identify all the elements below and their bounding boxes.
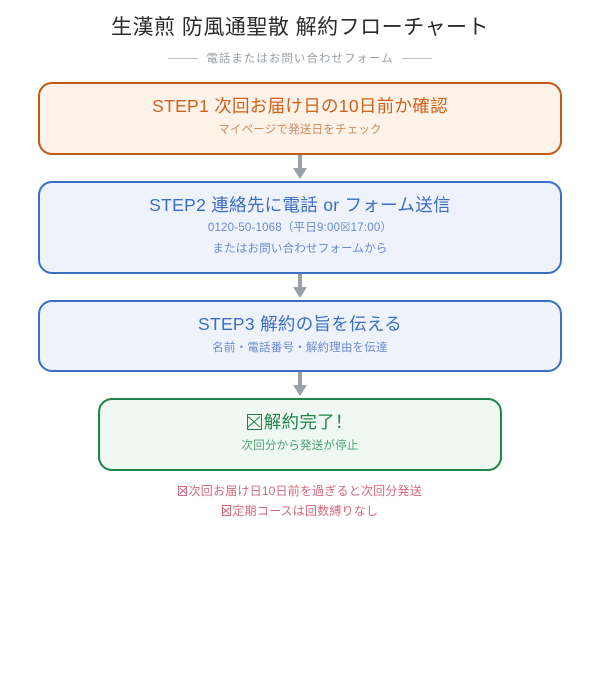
note-item: 定期コースは回数縛りなし	[0, 502, 600, 522]
subtitle-text: 電話またはお問い合わせフォーム	[206, 53, 394, 66]
note-text: 定期コースは回数縛りなし	[232, 503, 379, 518]
notes-container: 次回お届け日10日前を過ぎると次回分発送 定期コースは回数縛りなし	[0, 482, 600, 522]
flow-container: STEP1 次回お届け日の10日前か確認 マイページで発送日をチェック STEP…	[0, 82, 600, 471]
flow-node-step1-sub-1: マイページで発送日をチェック	[218, 123, 382, 136]
flow-node-complete-title-text: 解約完了！	[263, 412, 353, 433]
down-arrow-icon	[293, 372, 307, 397]
flow-node-complete-sub-1: 次回分から発送が停止	[241, 440, 359, 453]
flow-node-step2[interactable]: STEP2 連絡先に電話 or フォーム送信 0120-50-1068（平日9:…	[38, 180, 562, 274]
subtitle-rule-right	[401, 57, 432, 59]
flow-node-step3-sub-1: 名前・電話番号・解約理由を伝達	[212, 341, 388, 354]
down-arrow-icon	[293, 154, 307, 179]
page-header: 生漢煎 防風通聖散 解約フローチャート 電話またはお問い合わせフォーム	[0, 0, 600, 66]
note-text: 次回お届け日10日前を過ぎると次回分発送	[188, 483, 422, 498]
flow-node-step2-title: STEP2 連絡先に電話 or フォーム送信	[149, 194, 451, 215]
missing-glyph-icon	[247, 414, 262, 431]
missing-glyph-icon	[221, 505, 231, 516]
flow-node-step1[interactable]: STEP1 次回お届け日の10日前か確認 マイページで発送日をチェック	[38, 82, 562, 155]
flow-node-step2-sub-1: 0120-50-1068（平日9:00☒​17:00）	[54, 220, 546, 238]
flow-node-step3[interactable]: STEP3 解約の旨を伝える 名前・電話番号・解約理由を伝達	[38, 299, 562, 373]
missing-glyph-icon	[178, 485, 188, 497]
phone-number-line: 0120-50-1068（平日9:00☒​17:00）	[207, 222, 393, 235]
flow-node-complete[interactable]: 解約完了！ 次回分から発送が停止	[98, 398, 502, 471]
page-subtitle: 電話またはお問い合わせフォーム	[0, 50, 600, 66]
flow-node-step1-title: STEP1 次回お届け日の10日前か確認	[152, 96, 448, 117]
note-item: 次回お届け日10日前を過ぎると次回分発送	[0, 482, 600, 502]
subtitle-rule-left	[168, 57, 199, 59]
page-title: 生漢煎 防風通聖散 解約フローチャート	[111, 16, 489, 39]
flow-node-complete-title: 解約完了！	[114, 411, 486, 435]
flow-node-step2-sub-2: またはお問い合わせフォームから	[212, 243, 388, 256]
down-arrow-icon	[293, 273, 307, 298]
flow-node-step3-title: STEP3 解約の旨を伝える	[198, 313, 402, 334]
